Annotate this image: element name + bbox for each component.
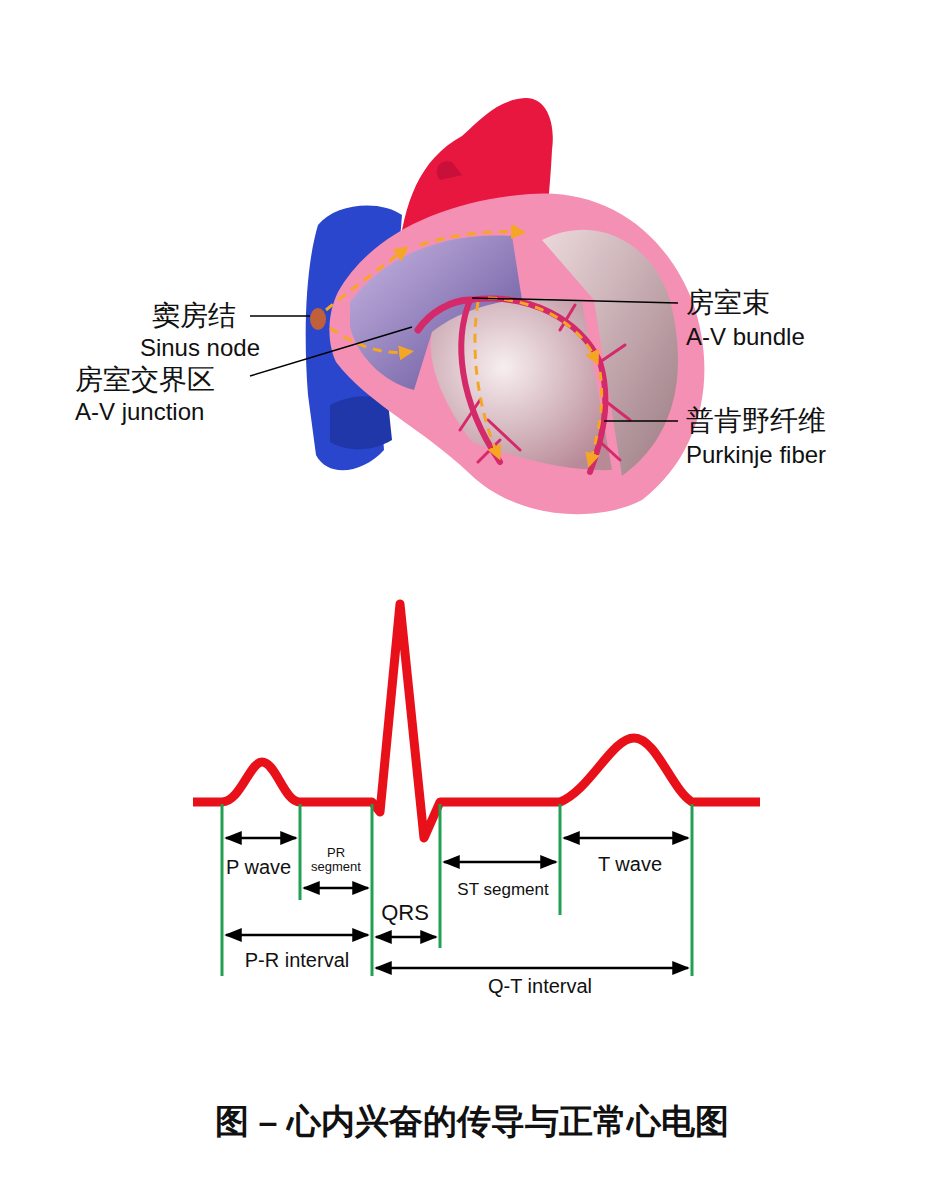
part-name-en: Sinus node [140,335,260,361]
ecg [193,604,760,976]
interval-label: P-R interval [245,949,349,971]
segment-label: PR segment [303,846,369,873]
heart-wall [329,193,704,514]
right-ventricle [542,230,678,476]
ecg-trace [193,604,760,838]
excitation-arrows [326,232,602,462]
wave-label: T wave [598,853,662,875]
part-name-zh: 窦房结 [152,301,236,332]
green-markers [222,804,692,976]
conduction-system [418,299,630,472]
aorta-branch [437,161,462,180]
interval-label: Q-T interval [488,975,592,997]
complex-label: QRS [381,901,429,925]
part-name-en: A-V junction [75,399,204,425]
part-name-zh: 房室交界区 [75,365,215,396]
sinus-node [310,308,326,330]
heart-illustration [250,98,704,514]
leader-lines [250,298,678,421]
segment-label: ST segment [453,881,553,899]
part-name-en: A-V bundle [686,324,805,350]
left-ventricle [431,298,612,470]
part-name-zh: 房室束 [686,288,770,319]
part-name-en: Purkinje fiber [686,442,826,468]
dimension-arrows [226,838,688,968]
wave-label: P wave [226,856,291,878]
figure-caption: 图 – 心内兴奋的传导与正常心电图 [215,1103,729,1140]
part-name-zh: 普肯野纤维 [686,406,826,437]
